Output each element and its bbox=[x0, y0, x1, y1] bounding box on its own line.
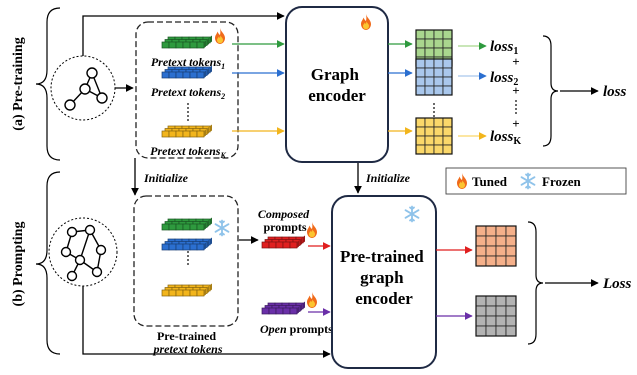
pretrained-graph-encoder-box bbox=[331, 195, 437, 369]
embedding-grid-yellow bbox=[415, 117, 453, 155]
arrow-graph-to-encoder bbox=[82, 12, 285, 56]
pretrain-output-grids bbox=[415, 29, 453, 155]
prompt-embedding-grid-orange bbox=[475, 225, 517, 267]
svg-text:+: + bbox=[512, 54, 519, 69]
token-stack-yellow bbox=[161, 124, 212, 138]
total-loss-label: loss bbox=[603, 84, 627, 100]
svg-text:+: + bbox=[512, 83, 519, 98]
loss-term-1: loss1 bbox=[490, 39, 518, 57]
prompt-loss-label: Loss bbox=[602, 276, 632, 292]
pretrained-tokens-label: Pre-trained pretext tokens bbox=[153, 329, 223, 356]
pretext-tokens-box bbox=[135, 21, 239, 159]
pretrained-graph-encoder-label: Pre-trained graph encoder bbox=[340, 247, 428, 308]
graph-encoder-box bbox=[285, 6, 389, 163]
open-prompts-label: Open prompts bbox=[260, 322, 333, 336]
token-stack-green bbox=[161, 35, 212, 49]
flame-icon bbox=[215, 28, 225, 44]
graph-encoder-label: Graph encoder bbox=[308, 65, 366, 105]
flame-icon bbox=[307, 222, 317, 238]
encoder-output-arrows bbox=[388, 40, 413, 135]
input-graph-prompting bbox=[48, 217, 118, 287]
section-label-pretraining: (a) Pre-training bbox=[11, 37, 26, 130]
loss-term-k: lossK bbox=[490, 129, 521, 147]
loss-plus-signs: + + + bbox=[512, 54, 519, 131]
snowflake-icon bbox=[214, 219, 230, 237]
pretrained-token-stack-yellow bbox=[161, 283, 212, 297]
svg-text:+: + bbox=[512, 116, 519, 131]
pretrained-token-stacks bbox=[161, 217, 212, 297]
pretrained-token-dots bbox=[187, 251, 189, 265]
initialize-label-encoder: Initialize bbox=[365, 171, 411, 185]
token-stack-blue bbox=[161, 65, 212, 79]
arrow-prompt-graph-to-encoder bbox=[82, 286, 331, 358]
open-prompt-stack bbox=[261, 301, 305, 315]
embedding-grid-blue bbox=[415, 58, 453, 96]
prompt-embedding-grid-gray bbox=[475, 295, 517, 337]
composed-prompt-stack bbox=[261, 235, 305, 249]
initialize-label-tokens: Initialize bbox=[143, 171, 189, 185]
loss-term-2: loss2 bbox=[490, 70, 518, 88]
pretrained-tokens-box bbox=[133, 195, 239, 327]
flow-lines bbox=[82, 12, 599, 358]
legend-frozen-label: Frozen bbox=[542, 174, 582, 189]
grid-ellipsis-dots bbox=[433, 103, 435, 117]
pretext-token-label-k: Pretext tokensK bbox=[150, 144, 226, 160]
pretext-token-labels: Pretext tokens1 Pretext tokens2 Pretext … bbox=[150, 55, 226, 160]
prompt-loss-brace bbox=[527, 221, 544, 345]
legend: Tuned Frozen bbox=[445, 167, 627, 195]
token-arrows bbox=[232, 40, 285, 135]
open-prompt-cubes bbox=[261, 301, 305, 315]
token-ellipsis-dots bbox=[187, 103, 189, 121]
loss-terms: loss1 loss2 lossK bbox=[490, 39, 521, 147]
pretrained-token-stack-green bbox=[161, 217, 212, 231]
grid-to-loss-arrows bbox=[458, 42, 487, 140]
pretext-token-label-1: Pretext tokens1 bbox=[151, 55, 225, 71]
pretext-token-label-2: Pretext tokens2 bbox=[151, 85, 225, 101]
loss-ellipsis-dots bbox=[515, 100, 517, 114]
input-graph-pretrain bbox=[50, 55, 116, 121]
loss-brace bbox=[542, 35, 559, 147]
pretext-token-stacks bbox=[161, 35, 212, 138]
composed-prompt-cubes bbox=[261, 235, 305, 249]
composed-prompts-label: Composed prompts bbox=[258, 207, 312, 234]
prompt-output-grids bbox=[475, 225, 517, 337]
flame-icon bbox=[307, 292, 317, 308]
section-braces bbox=[35, 7, 61, 355]
pretrained-token-stack-blue bbox=[161, 237, 212, 251]
legend-tuned-label: Tuned bbox=[472, 174, 508, 189]
section-label-prompting: (b) Prompting bbox=[11, 222, 26, 307]
